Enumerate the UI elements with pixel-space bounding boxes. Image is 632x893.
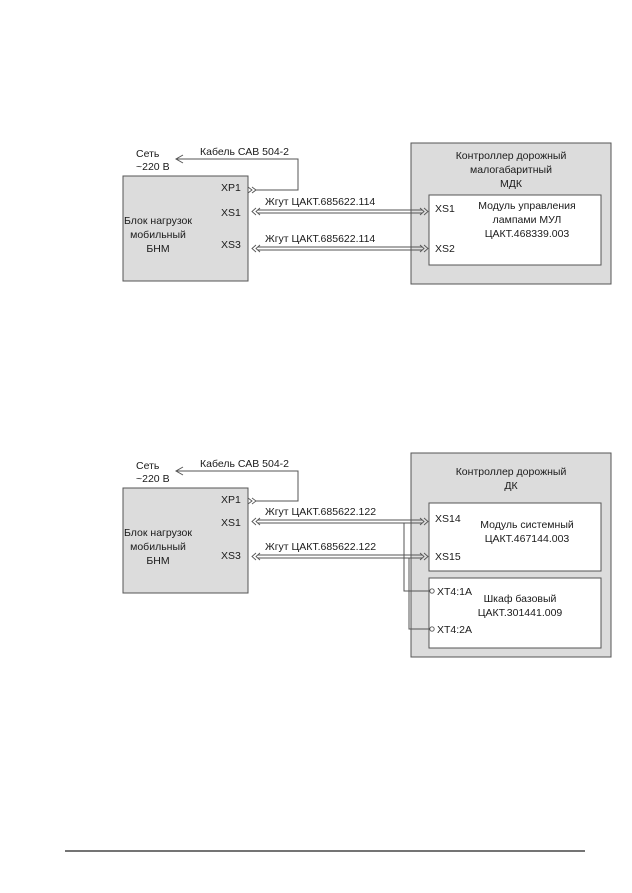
bnm-2-port-xs3: XS3 bbox=[221, 550, 241, 562]
network-label-line1: Сеть bbox=[136, 148, 160, 160]
network-2-label-line1: Сеть bbox=[136, 460, 160, 472]
module-mul-box bbox=[428, 194, 602, 266]
bnm-port-xs1: XS1 bbox=[221, 207, 241, 219]
power-cable-2: Кабель САВ 504-2 bbox=[174, 458, 299, 502]
harness-2: Жгут ЦАКТ.685622.114 bbox=[251, 233, 429, 253]
module-mul-port-xs1: XS1 bbox=[435, 203, 455, 215]
controller-mdk-label-line1: Контроллер дорожный bbox=[456, 150, 567, 162]
network-2-label-line2: ~220 В bbox=[136, 473, 170, 485]
bnm-2-label-line3: БНМ bbox=[146, 555, 169, 567]
module-xs2-connector-icon bbox=[419, 244, 429, 253]
cabinet-label-line2: ЦАКТ.301441.009 bbox=[478, 607, 563, 619]
harness-2-2-label: Жгут ЦАКТ.685622.122 bbox=[265, 541, 376, 553]
power-cable-2-label: Кабель САВ 504-2 bbox=[200, 458, 289, 470]
controller-dk-label-line2: ДК bbox=[504, 480, 518, 492]
bnm-2-port-xp1: XP1 bbox=[221, 494, 241, 506]
cabinet-terminal-xt41a: XT4:1A bbox=[437, 586, 472, 598]
xs3-2-connector-icon bbox=[251, 552, 261, 561]
harness-1-label: Жгут ЦАКТ.685622.114 bbox=[265, 196, 375, 208]
power-cable: Кабель САВ 504-2 bbox=[174, 146, 299, 191]
controller-mdk-label-line2: малогабаритный bbox=[470, 164, 552, 176]
bnm-port-xp1: XP1 bbox=[221, 182, 241, 194]
xt42a-terminal-icon bbox=[429, 626, 435, 632]
module-xs1-connector-icon bbox=[419, 207, 429, 216]
xp1-connector-icon bbox=[247, 186, 257, 194]
harness-2-2: Жгут ЦАКТ.685622.122 bbox=[251, 541, 435, 632]
bnm-label-line1: Блок нагрузок bbox=[124, 215, 192, 227]
module-xs14-connector-icon bbox=[419, 517, 429, 526]
module-mul-label-line1: Модуль управления bbox=[478, 200, 575, 212]
bnm-box-2 bbox=[122, 487, 249, 594]
xp1-2-connector-icon bbox=[247, 497, 257, 505]
module-mul-label-line2: лампами МУЛ bbox=[493, 214, 562, 226]
bnm-2-label-line1: Блок нагрузок bbox=[124, 527, 192, 539]
harness-2-1: Жгут ЦАКТ.685622.122 bbox=[251, 506, 435, 594]
module-system-label-line2: ЦАКТ.467144.003 bbox=[485, 533, 570, 545]
module-mul-label-line3: ЦАКТ.468339.003 bbox=[485, 228, 570, 240]
xs1-connector-icon bbox=[251, 207, 261, 216]
module-system-box bbox=[428, 502, 602, 572]
module-system-port-xs14: XS14 bbox=[435, 513, 461, 525]
network-label-line2: ~220 В bbox=[136, 161, 170, 173]
xs1-2-connector-icon bbox=[251, 517, 261, 526]
diagram-1: Контроллер дорожный малогабаритный МДК М… bbox=[122, 142, 612, 285]
bnm-port-xs3: XS3 bbox=[221, 239, 241, 251]
cabinet-terminal-xt42a: XT4:2A bbox=[437, 624, 472, 636]
harness-2-1-label: Жгут ЦАКТ.685622.122 bbox=[265, 506, 376, 518]
module-mul-port-xs2: XS2 bbox=[435, 243, 455, 255]
diagram-2: Контроллер дорожный ДК Модуль системный … bbox=[122, 452, 612, 658]
module-xs15-connector-icon bbox=[419, 552, 429, 561]
bnm-label-line2: мобильный bbox=[130, 229, 186, 241]
cabinet-label-line1: Шкаф базовый bbox=[484, 593, 557, 605]
bnm-box bbox=[122, 175, 249, 282]
harness-1: Жгут ЦАКТ.685622.114 bbox=[251, 196, 429, 216]
harness-2-label: Жгут ЦАКТ.685622.114 bbox=[265, 233, 375, 245]
power-cable-label: Кабель САВ 504-2 bbox=[200, 146, 289, 158]
xt41a-terminal-icon bbox=[429, 588, 435, 594]
bnm-2-port-xs1: XS1 bbox=[221, 517, 241, 529]
bnm-label-line3: БНМ bbox=[146, 243, 169, 255]
cabinet-box bbox=[428, 577, 602, 649]
module-system-port-xs15: XS15 bbox=[435, 551, 461, 563]
bnm-2-label-line2: мобильный bbox=[130, 541, 186, 553]
controller-dk-label-line1: Контроллер дорожный bbox=[456, 466, 567, 478]
xs3-connector-icon bbox=[251, 244, 261, 253]
module-system-label-line1: Модуль системный bbox=[480, 519, 574, 531]
controller-mdk-label-line3: МДК bbox=[500, 178, 523, 190]
